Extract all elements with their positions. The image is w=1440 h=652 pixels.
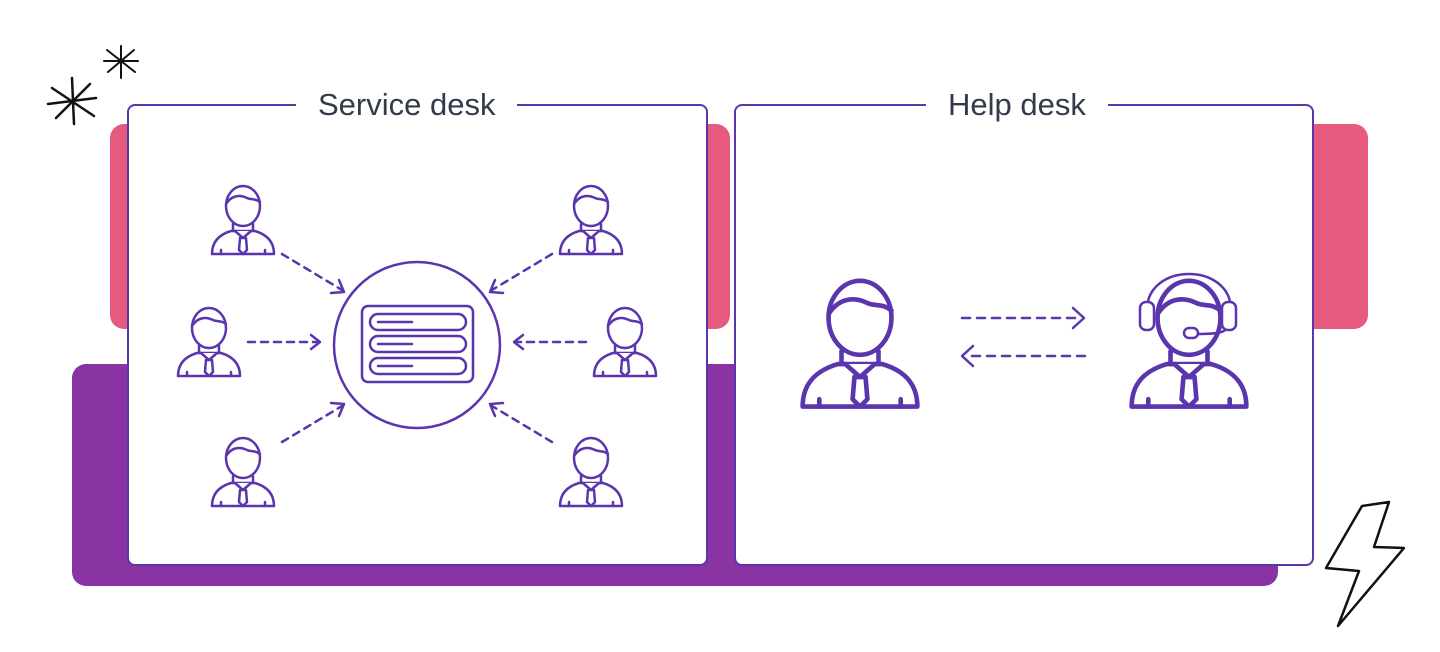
sparkle-icon xyxy=(103,45,139,79)
person-icon xyxy=(210,436,276,508)
server-icon xyxy=(332,260,502,430)
dashed-arrow xyxy=(246,252,588,444)
sparkle-icon xyxy=(46,76,98,126)
service-desk-title: Service desk xyxy=(296,88,518,122)
person-icon xyxy=(210,184,276,256)
dashed-arrow xyxy=(960,306,1087,368)
support-agent-icon xyxy=(1132,272,1247,407)
person-icon xyxy=(176,306,242,378)
lightning-icon xyxy=(1324,500,1406,628)
person-icon xyxy=(592,306,658,378)
arrowhead xyxy=(309,278,525,418)
help-desk-title: Help desk xyxy=(926,88,1108,122)
person-icon xyxy=(803,281,918,407)
person-icon xyxy=(558,184,624,256)
person-icon xyxy=(558,436,624,508)
